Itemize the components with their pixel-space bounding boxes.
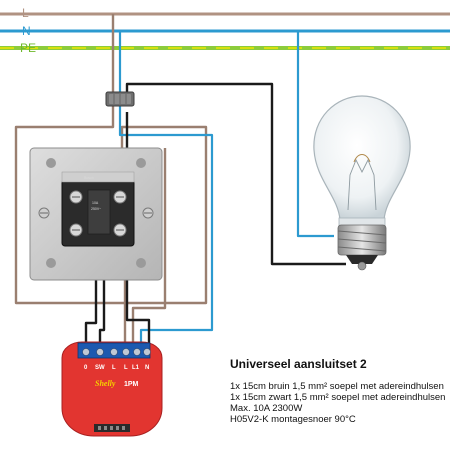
info-line: Max. 10A 2300W <box>230 403 303 414</box>
terminal-label-l1-out: L1 <box>132 365 140 371</box>
terminal-label-l1: L <box>112 365 116 371</box>
device-brand: Shelly <box>95 379 116 388</box>
info-line: 1x 15cm zwart 1,5 mm² soepel met aderein… <box>230 392 446 403</box>
rail-label-l: L <box>22 6 29 20</box>
switch-rating-1: 10A <box>92 201 99 205</box>
terminal-label-0: 0 <box>84 365 88 371</box>
bulb-base <box>337 224 387 271</box>
info-line: H05V2-K montagesnoer 90°C <box>230 414 356 425</box>
shelly-device: 0 SW L L L1 N Shelly 1PM <box>61 341 163 437</box>
bulb-glass <box>313 95 411 221</box>
terminal-label-sw: SW <box>95 365 105 371</box>
wire-neutral-device <box>118 31 214 345</box>
switch-brand-label: Busch <box>84 176 94 180</box>
wire-neutral-bulb <box>296 31 334 238</box>
info-line: 1x 15cm bruin 1,5 mm² soepel met aderein… <box>230 381 444 392</box>
terminal-label-n: N <box>145 365 149 371</box>
terminal-screws <box>82 348 151 356</box>
light-bulb-icon <box>313 95 411 271</box>
info-panel: Universeel aansluitset 2 1x 15cm bruin 1… <box>230 357 445 425</box>
supply-rails: L N PE <box>0 6 450 55</box>
rail-label-pe: PE <box>20 41 36 55</box>
wall-switch: Busch 10A 250V~ <box>29 147 163 281</box>
wire-switch-leg-2 <box>98 235 106 345</box>
device-body <box>61 341 163 437</box>
rail-label-n: N <box>22 24 31 38</box>
wire-switched-bulb <box>125 82 346 266</box>
info-title: Universeel aansluitset 2 <box>230 357 367 371</box>
switch-terminals <box>69 190 127 237</box>
junction-connector <box>105 91 135 107</box>
switch-rating-2: 250V~ <box>91 207 101 211</box>
device-model: 1PM <box>124 381 139 388</box>
terminal-labels: 0 SW L L L1 N <box>84 365 149 371</box>
terminal-label-l2: L <box>124 365 128 371</box>
